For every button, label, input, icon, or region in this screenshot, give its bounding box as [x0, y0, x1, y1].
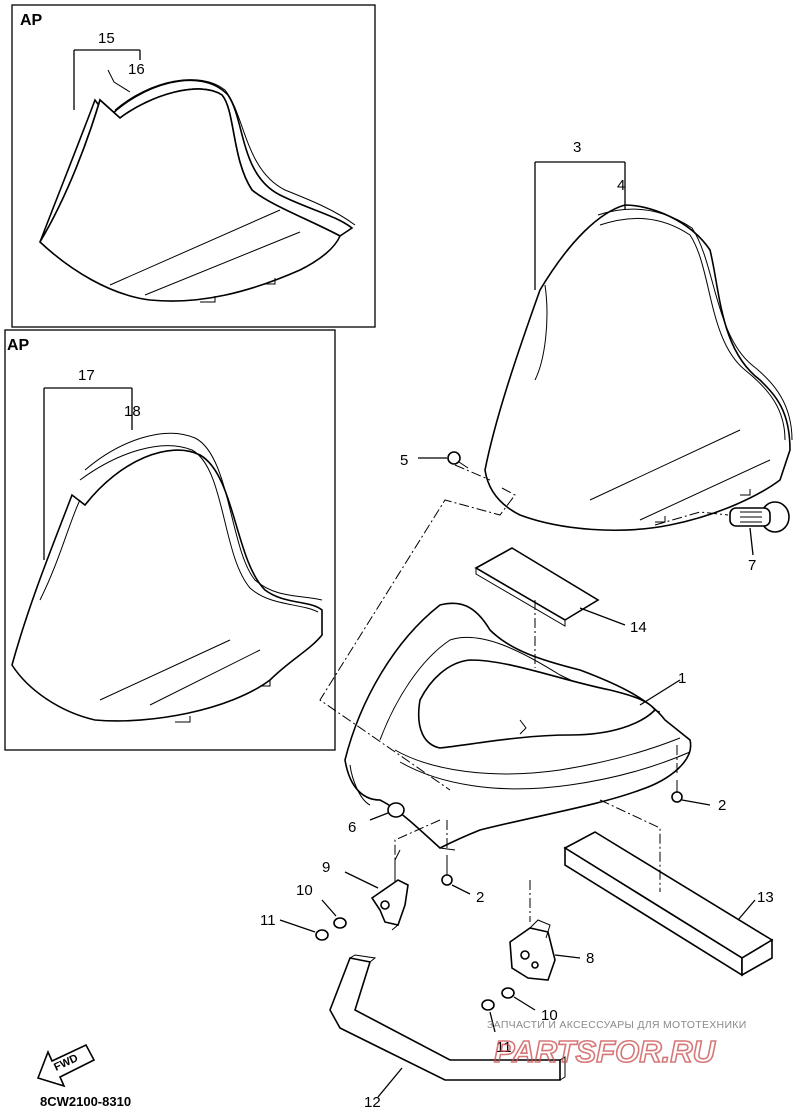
nut-6: 6	[348, 802, 405, 836]
nut-11-left: 11	[260, 912, 329, 941]
label-8: 8	[586, 950, 594, 967]
cowling-1: 1	[344, 602, 692, 851]
label-2-lower: 2	[476, 889, 484, 906]
assembly-lines	[319, 464, 729, 922]
ap-label-top: AP	[20, 12, 43, 29]
label-7: 7	[748, 557, 756, 574]
label-4: 4	[617, 177, 625, 194]
label-17: 17	[78, 367, 95, 384]
windshield-15-drawing	[38, 69, 356, 303]
label-13: 13	[757, 889, 774, 906]
label-10-right: 10	[541, 1007, 558, 1024]
label-2-right: 2	[718, 797, 726, 814]
washer-10-right: 10	[501, 987, 558, 1024]
trim-12: 12	[329, 954, 566, 1111]
watermark-logo: PARTSFOR.RU	[494, 1034, 717, 1069]
bracket-8: 8	[509, 919, 594, 981]
label-18: 18	[124, 403, 141, 420]
screw-5: 5	[400, 451, 469, 469]
inset-box-top: AP 15 16	[11, 4, 376, 328]
label-9: 9	[322, 859, 330, 876]
diagram-code: 8CW2100-8310	[40, 1094, 131, 1109]
pad-14: 14	[474, 547, 647, 636]
label-15: 15	[98, 30, 115, 47]
screw-2-lower: 2	[441, 855, 484, 906]
label-14: 14	[630, 619, 647, 636]
watermark-text: ЗАПЧАСТИ И АКСЕССУАРЫ ДЛЯ МОТОТЕХНИКИ	[487, 1019, 747, 1031]
label-5: 5	[400, 452, 408, 469]
pad-13: 13	[563, 831, 774, 977]
bracket-9: 9	[322, 849, 409, 931]
screw-2-right: 2	[671, 780, 726, 814]
ap-label-middle: AP	[7, 337, 30, 354]
fwd-arrow-icon: FWD	[36, 1043, 96, 1088]
label-6: 6	[348, 819, 356, 836]
label-3: 3	[573, 139, 581, 156]
windshield-3-drawing	[484, 204, 793, 531]
label-12: 12	[364, 1094, 381, 1111]
label-16: 16	[128, 61, 145, 78]
label-11-left: 11	[260, 912, 276, 929]
inset-box-middle: AP 17 18	[4, 329, 336, 751]
label-11-right: 11	[496, 1039, 512, 1056]
washer-10-left: 10	[296, 882, 347, 929]
label-10-left: 10	[296, 882, 313, 899]
windshield-17-drawing	[11, 432, 323, 723]
label-1: 1	[678, 670, 686, 687]
nut-7: 7	[729, 501, 790, 574]
nut-11-right: 11	[481, 999, 512, 1056]
